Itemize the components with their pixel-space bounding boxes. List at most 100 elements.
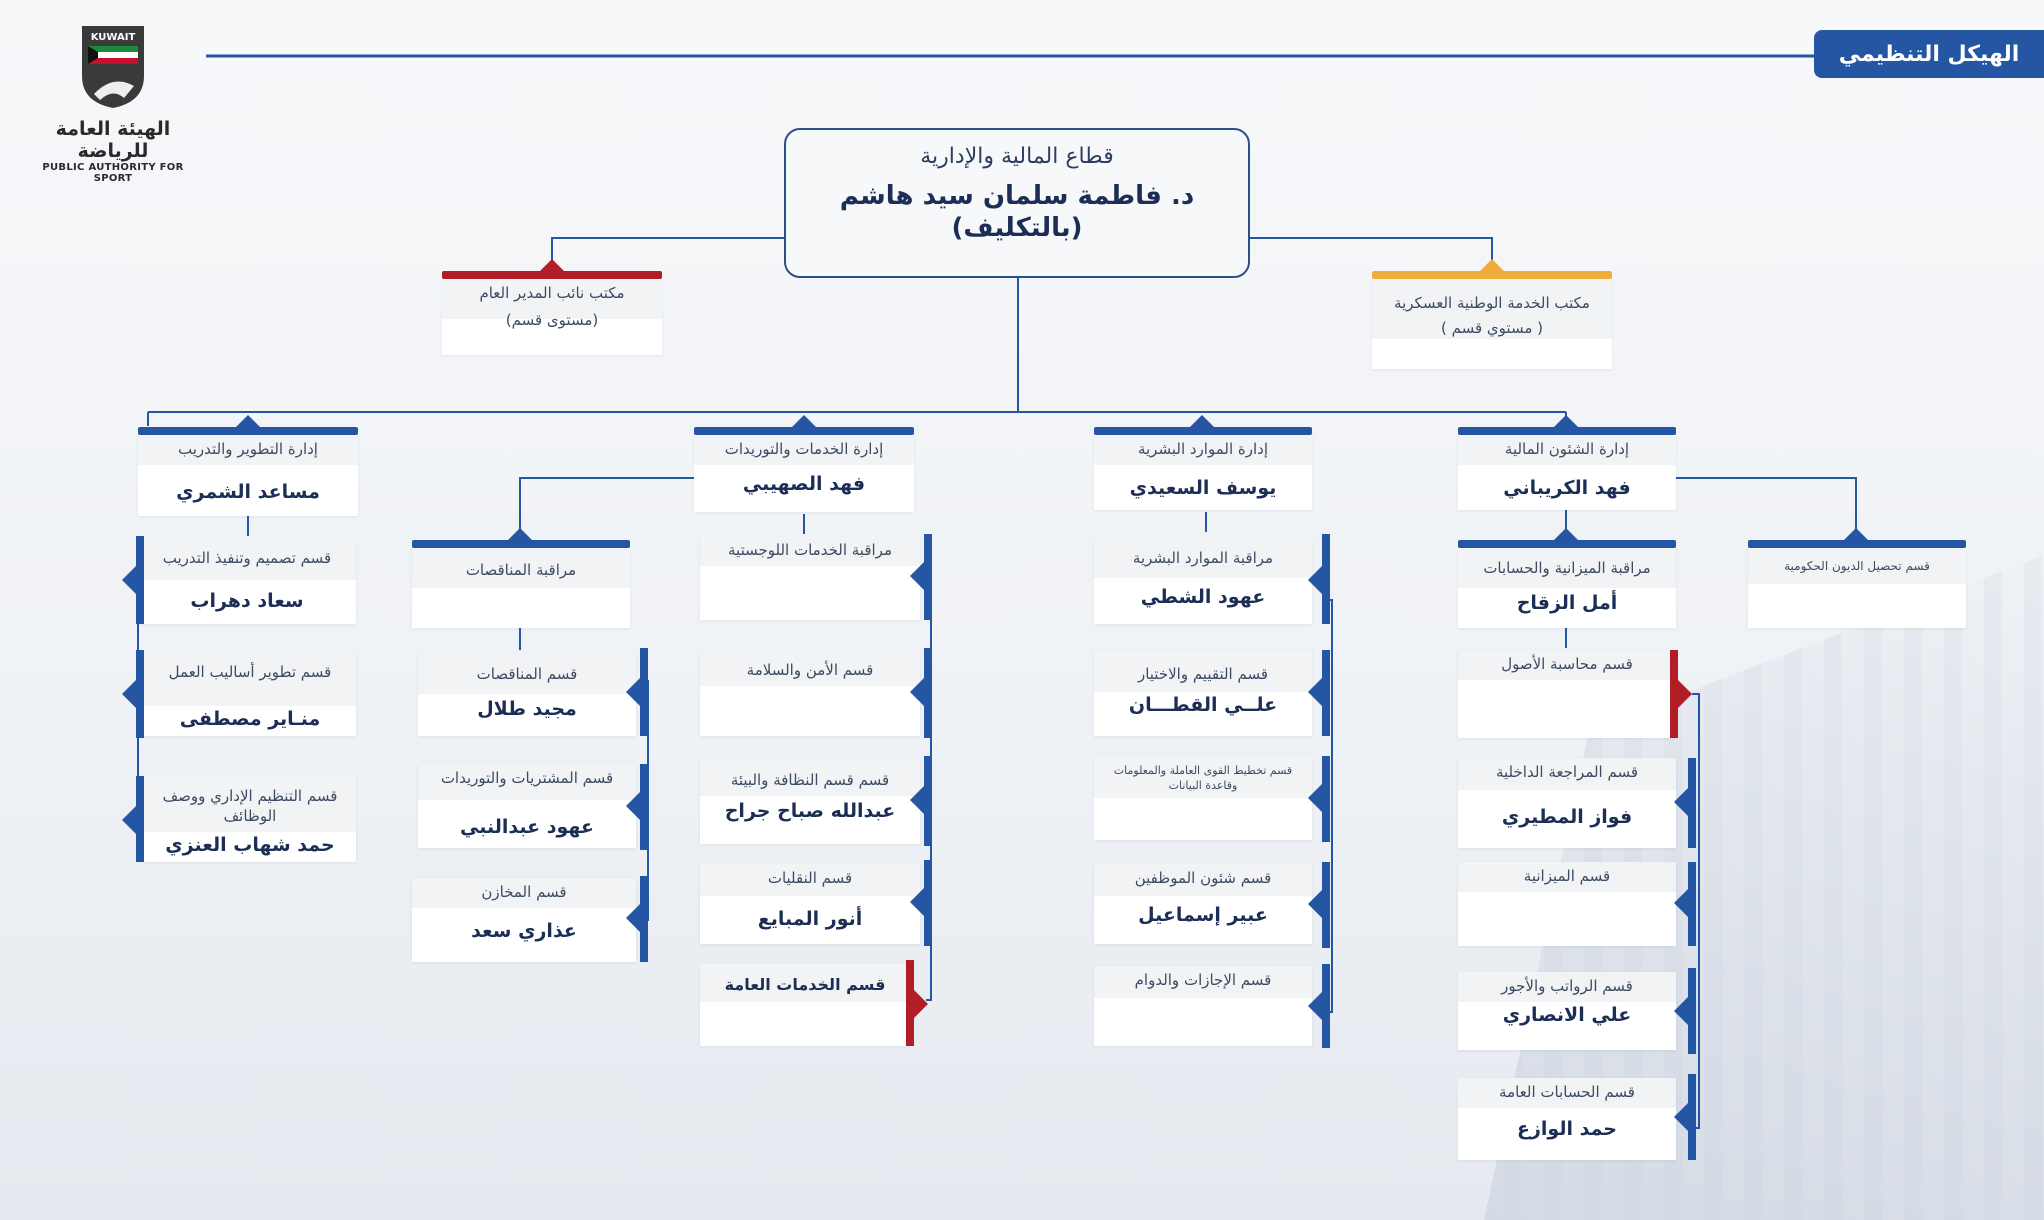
hr-control-bar xyxy=(1322,534,1330,624)
finance-dept-head: فهد الكريباني xyxy=(1503,477,1631,499)
org-jobdesc-title: قسم التنظيم الإداري ووصف الوظائف xyxy=(144,776,356,832)
sector-title: قطاع المالية والإدارية xyxy=(920,144,1114,169)
tenders-section-head: مجيد طلال xyxy=(477,698,577,720)
cleaning-box: قسم قسم النظافة والبيئة عبدالله صباح جرا… xyxy=(700,760,920,844)
transport-bar xyxy=(924,860,932,946)
logistics-control-box: مراقبة الخدمات اللوجستية xyxy=(700,536,920,620)
logistics-control-title: مراقبة الخدمات اللوجستية xyxy=(700,536,920,566)
org-jobdesc-bar xyxy=(136,776,144,862)
evaluation-head: علــي القطـــان xyxy=(1128,694,1278,716)
general-accounts-box: قسم الحسابات العامة حمد الوازع xyxy=(1458,1078,1676,1160)
employee-affairs-box: قسم شئون الموظفين عبير إسماعيل xyxy=(1094,864,1312,944)
work-methods-head: منـاير مصطفى xyxy=(179,708,321,730)
general-accounts-bar xyxy=(1688,1074,1696,1160)
transport-title: قسم النقليات xyxy=(700,864,920,896)
page-title: الهيكل التنظيمي xyxy=(1838,41,2020,67)
page-title-tab: الهيكل التنظيمي xyxy=(1814,30,2044,78)
tenders-section-title: قسم المناقصات xyxy=(418,652,636,694)
training-dept-title: إدارة التطوير والتدريب xyxy=(138,435,358,465)
deputy-office-box: مكتب نائب المدير العام (مستوى قسم) xyxy=(442,279,662,355)
work-methods-title: قسم تطوير أساليب العمل xyxy=(144,652,356,706)
stores-bar xyxy=(640,876,648,962)
cleaning-head: عبدالله صباح جراح xyxy=(724,800,896,822)
services-dept-title: إدارة الخدمات والتوريدات xyxy=(694,435,914,465)
finance-dept-box: إدارة الشئون المالية فهد الكريباني xyxy=(1458,435,1676,510)
purchasing-title: قسم المشتريات والتوريدات xyxy=(418,764,636,800)
hr-dept-box: إدارة الموارد البشرية يوسف السعيدي xyxy=(1094,435,1312,510)
work-methods-box: قسم تطوير أساليب العمل منـاير مصطفى xyxy=(144,652,356,736)
line-head-deputy xyxy=(551,237,784,270)
budget-control-marker xyxy=(1554,528,1578,540)
employee-affairs-head: عبير إسماعيل xyxy=(1138,904,1268,926)
military-office-box: مكتب الخدمة الوطنية العسكرية ( مستوي قسم… xyxy=(1372,279,1612,369)
services-dept-box: إدارة الخدمات والتوريدات فهد الصهيبي xyxy=(694,435,914,512)
stores-box: قسم المخازن عذاري سعد xyxy=(412,878,636,962)
tenders-section-marker xyxy=(626,678,640,706)
general-services-title: قسم الخدمات العامة xyxy=(700,964,910,1002)
tenders-control-bar xyxy=(412,540,630,548)
kuwait-emblem-icon: KUWAIT xyxy=(82,26,144,108)
general-accounts-head: حمد الوازع xyxy=(1516,1118,1617,1140)
hr-control-marker xyxy=(1308,566,1322,594)
purchasing-box: قسم المشتريات والتوريدات عهود عبدالنبي xyxy=(418,764,636,848)
stores-title: قسم المخازن xyxy=(412,878,636,908)
training-design-bar xyxy=(136,536,144,624)
salaries-marker xyxy=(1674,997,1688,1025)
leave-attendance-box: قسم الإجازات والدوام xyxy=(1094,966,1312,1046)
employee-affairs-title: قسم شئون الموظفين xyxy=(1094,864,1312,896)
hr-dept-head: يوسف السعيدي xyxy=(1129,477,1277,499)
internal-audit-bar xyxy=(1688,758,1696,848)
security-marker xyxy=(910,678,924,706)
debt-section-title: قسم تحصيل الديون الحكومية xyxy=(1748,548,1966,584)
hr-dept-bar xyxy=(1094,427,1312,435)
leave-attendance-bar xyxy=(1322,964,1330,1048)
cleaning-title: قسم قسم النظافة والبيئة xyxy=(700,760,920,796)
org-jobdesc-head: حمد شهاب العنزي xyxy=(165,834,335,856)
tenders-control-title: مراقبة المناقصات xyxy=(412,548,630,588)
military-office-bar xyxy=(1372,271,1612,279)
transport-head: أنور المبايع xyxy=(757,908,863,930)
budget-control-head: أمل الزقاح xyxy=(1516,592,1618,614)
employee-affairs-marker xyxy=(1308,890,1322,918)
workforce-planning-bar xyxy=(1322,756,1330,842)
internal-audit-box: قسم المراجعة الداخلية فواز المطيري xyxy=(1458,758,1676,848)
training-design-box: قسم تصميم وتنفيذ التدريب سعاد دهراب xyxy=(138,540,356,624)
org-jobdesc-marker xyxy=(122,806,136,834)
military-office-level: ( مستوي قسم ) xyxy=(1441,319,1543,337)
work-methods-bar xyxy=(136,650,144,738)
workforce-planning-box: قسم تخطيط القوى العاملة والمعلومات وقاعد… xyxy=(1094,756,1312,840)
sector-head-box: قطاع المالية والإدارية د. فاطمة سلمان سي… xyxy=(784,128,1250,278)
evaluation-title: قسم التقييم والاختيار xyxy=(1094,650,1312,692)
org-jobdesc-box: قسم التنظيم الإداري ووصف الوظائف حمد شها… xyxy=(144,776,356,862)
logistics-control-marker xyxy=(910,562,924,590)
general-services-bar xyxy=(906,960,914,1046)
budget-section-box: قسم الميزانية xyxy=(1458,862,1676,946)
salaries-head: علي الانصاري xyxy=(1502,1004,1632,1026)
hr-control-box: مراقبة الموارد البشرية عهود الشطي xyxy=(1094,538,1312,624)
asset-accounting-box: قسم محاسبة الأصول xyxy=(1458,650,1676,738)
security-box: قسم الأمن والسلامة xyxy=(700,652,920,736)
cleaning-bar xyxy=(924,756,932,846)
asset-accounting-marker xyxy=(1678,680,1692,708)
sector-head-name: د. فاطمة سلمان سيد هاشم xyxy=(839,181,1195,211)
leave-attendance-marker xyxy=(1308,992,1322,1020)
salaries-box: قسم الرواتب والأجور علي الانصاري xyxy=(1458,972,1676,1050)
budget-section-bar xyxy=(1688,862,1696,946)
training-dept-marker xyxy=(236,415,260,427)
asset-accounting-bar xyxy=(1670,650,1678,738)
training-dept-box: إدارة التطوير والتدريب مساعد الشمري xyxy=(138,435,358,516)
hr-control-head: عهود الشطي xyxy=(1140,586,1266,608)
military-office-marker xyxy=(1480,259,1504,271)
training-dept-head: مساعد الشمري xyxy=(176,481,320,503)
services-dept-bar xyxy=(694,427,914,435)
military-office-title: مكتب الخدمة الوطنية العسكرية xyxy=(1372,279,1612,339)
training-design-head: سعاد دهراب xyxy=(190,590,304,612)
internal-audit-title: قسم المراجعة الداخلية xyxy=(1458,758,1676,790)
cleaning-marker xyxy=(910,786,924,814)
training-design-title: قسم تصميم وتنفيذ التدريب xyxy=(138,540,356,580)
general-accounts-title: قسم الحسابات العامة xyxy=(1458,1078,1676,1108)
leave-attendance-title: قسم الإجازات والدوام xyxy=(1094,966,1312,998)
hr-control-title: مراقبة الموارد البشرية xyxy=(1094,538,1312,578)
tenders-control-box: مراقبة المناقصات xyxy=(412,548,630,628)
salaries-title: قسم الرواتب والأجور xyxy=(1458,972,1676,1002)
